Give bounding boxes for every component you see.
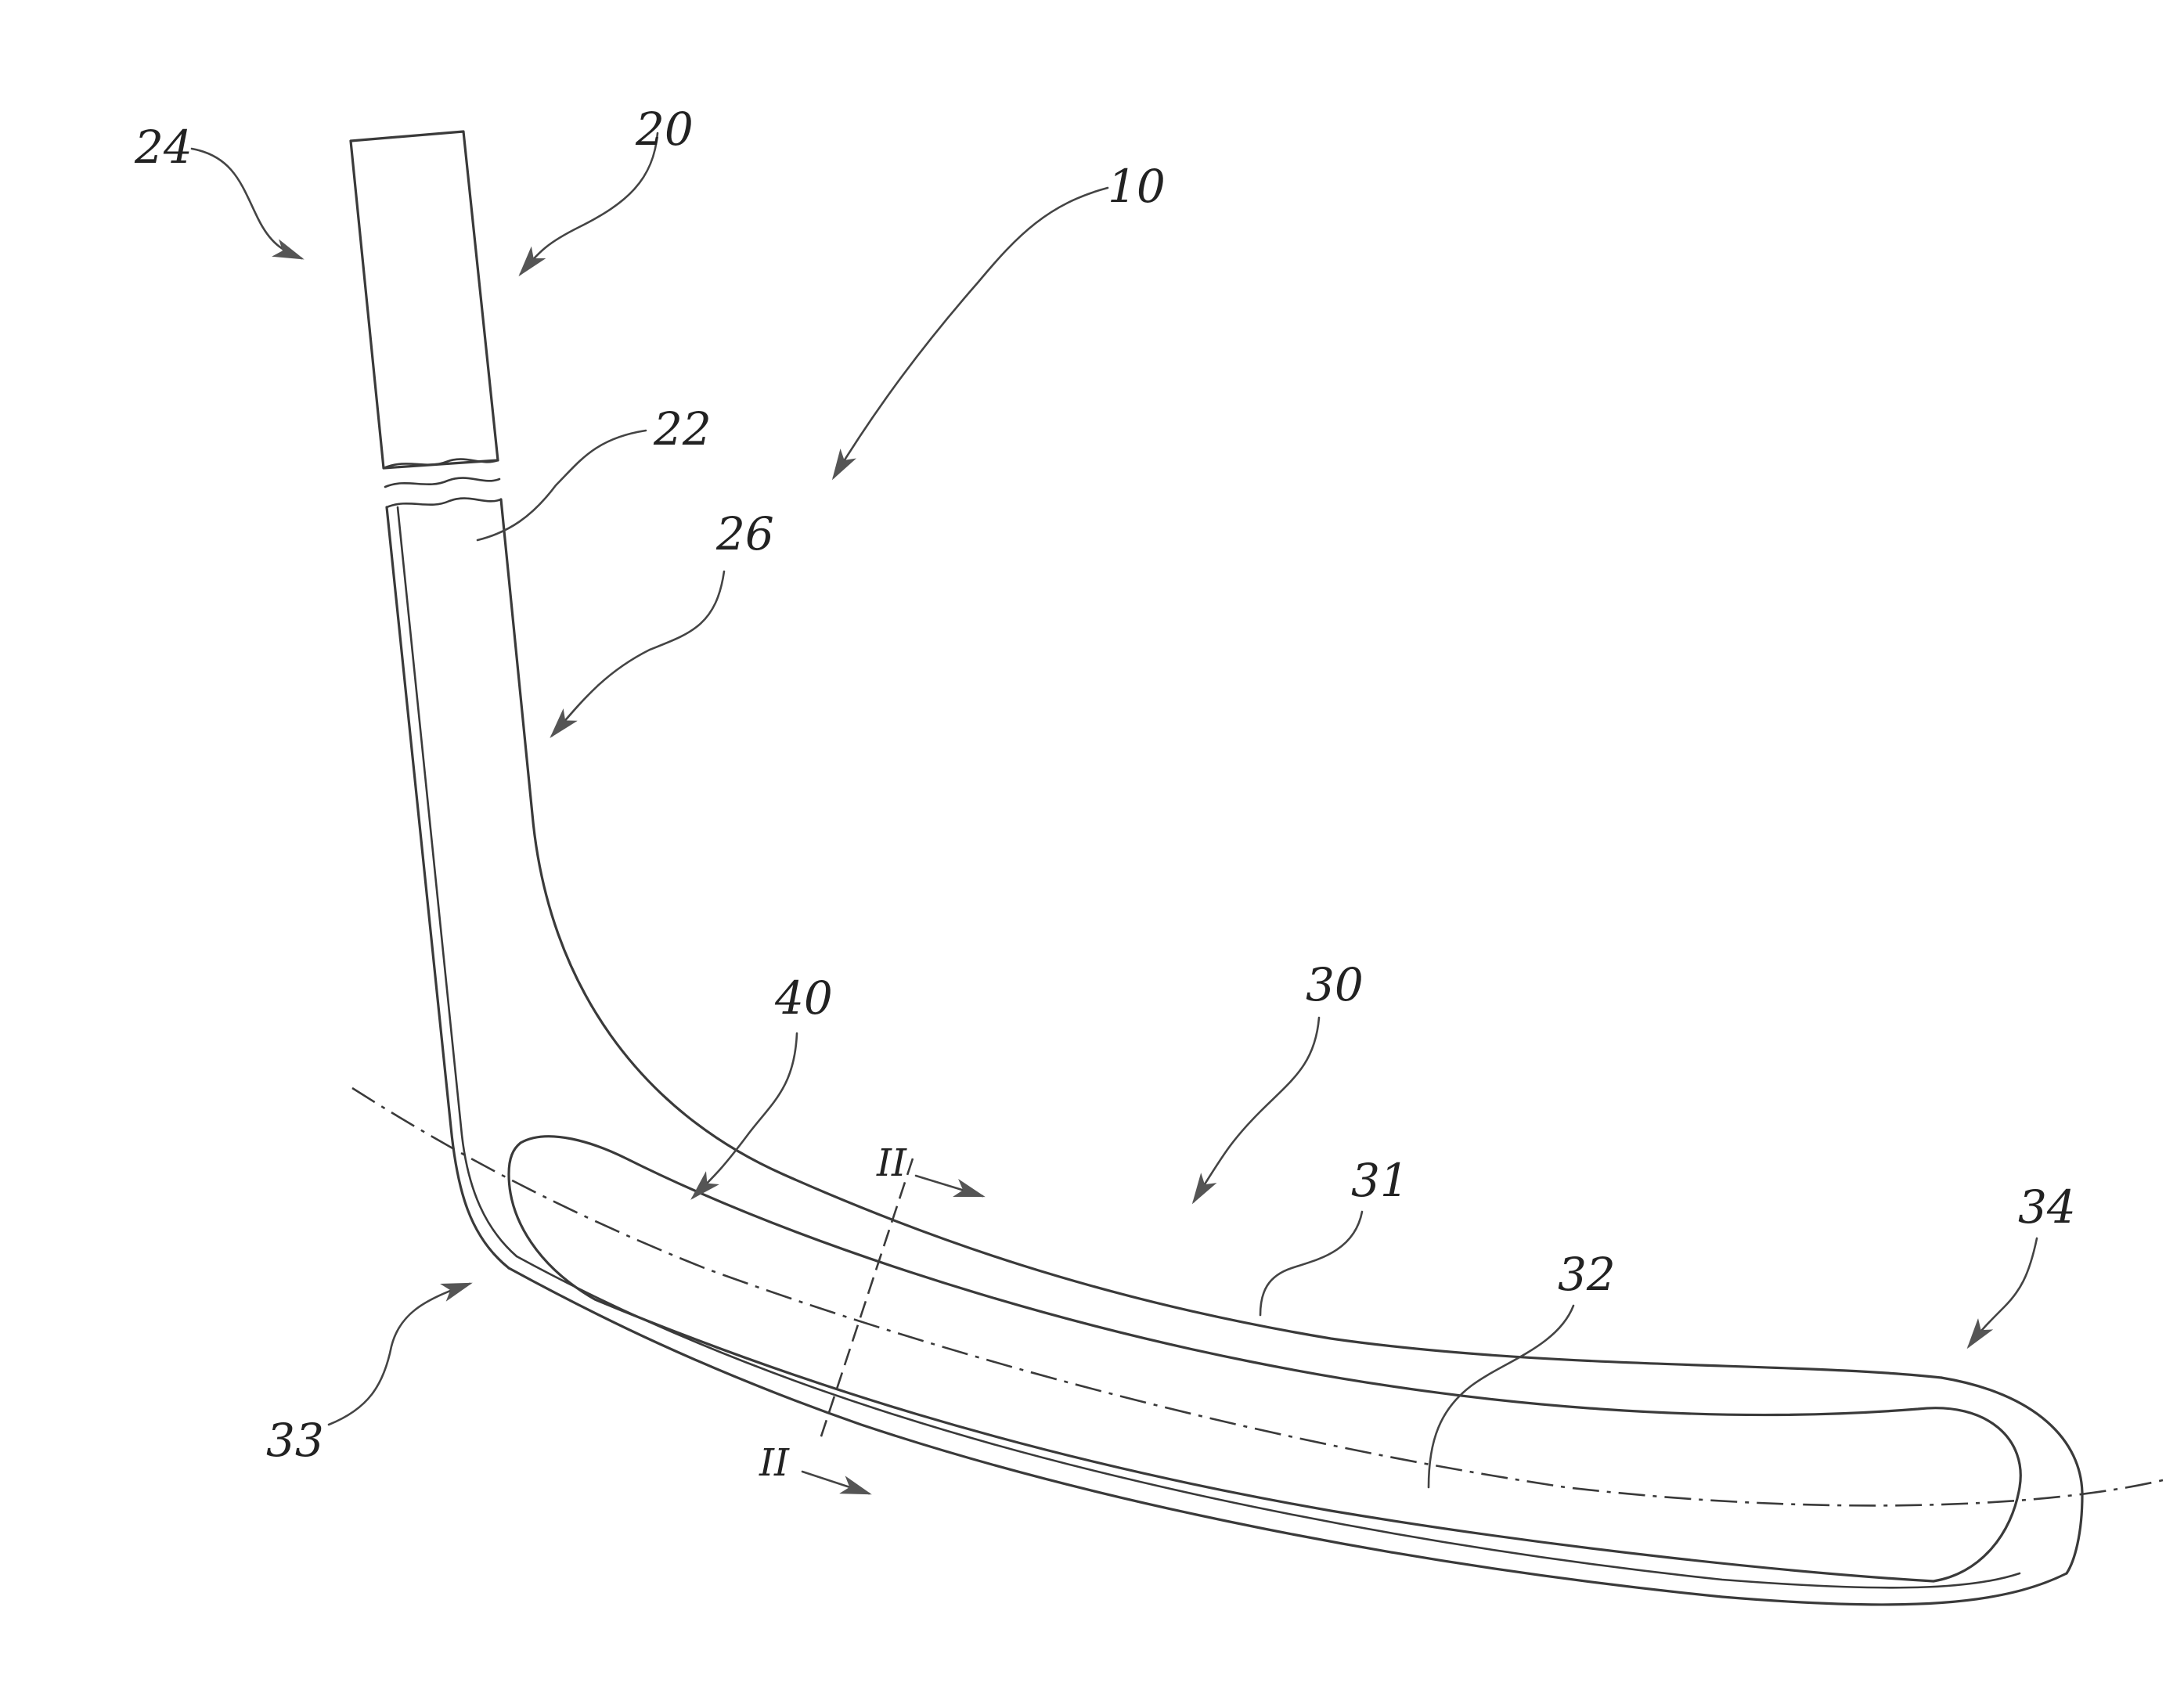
shaft-break-line-mid	[385, 478, 499, 487]
label-26: 26	[715, 507, 774, 560]
leader-24	[192, 149, 301, 258]
label-40: 40	[774, 971, 833, 1025]
leaders	[192, 133, 2037, 1494]
shaft-right-edge	[501, 499, 1941, 1378]
leader-33	[329, 1284, 470, 1425]
blade-centerline	[352, 1088, 2166, 1505]
label-31: 31	[1351, 1154, 1409, 1207]
label-22: 22	[653, 402, 712, 456]
leader-31	[1260, 1212, 1362, 1315]
blade-bottom-edge-inner	[517, 1256, 2020, 1587]
label-34: 34	[2018, 1180, 2076, 1234]
label-32: 32	[1558, 1248, 1616, 1301]
section-line	[820, 1158, 913, 1439]
label-20: 20	[635, 103, 694, 156]
shaft	[351, 132, 1941, 1378]
label-30: 30	[1306, 958, 1364, 1011]
shaft-upper-section	[351, 132, 498, 468]
labels: 24 20 10 22 26 40 30 31 32 34 33 II II	[134, 103, 2076, 1485]
label-33: 33	[266, 1414, 324, 1467]
shaft-break-line-lower	[387, 499, 501, 507]
section-label-upper: II	[876, 1141, 907, 1185]
leader-32	[1429, 1306, 1573, 1487]
section-label-lower: II	[759, 1441, 790, 1485]
label-24: 24	[134, 121, 193, 174]
leader-26	[552, 571, 724, 736]
blade-toe-curve	[1941, 1378, 2082, 1573]
leader-34	[1969, 1238, 2037, 1346]
label-10: 10	[1108, 160, 1166, 213]
leader-30	[1194, 1018, 1319, 1202]
blade	[352, 1088, 2166, 1605]
section-arrow-upper	[916, 1176, 982, 1196]
leader-10	[834, 188, 1108, 477]
shaft-left-edge-inner	[398, 507, 517, 1256]
blade-bottom-edge	[509, 1268, 2067, 1605]
shaft-left-edge	[387, 507, 509, 1268]
section-arrow-lower	[802, 1472, 869, 1494]
